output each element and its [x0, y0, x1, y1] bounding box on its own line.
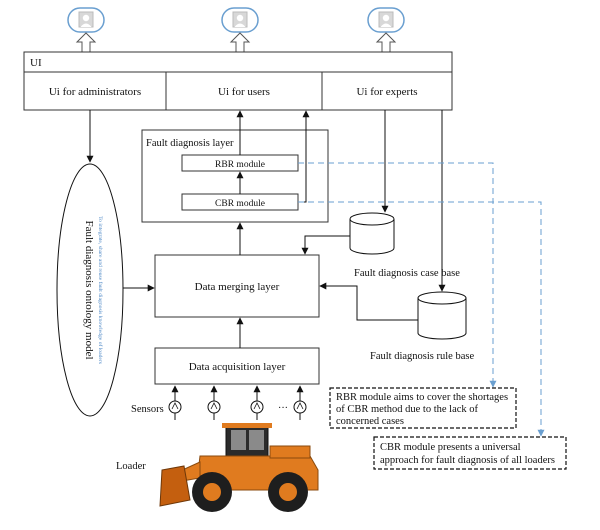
- data-merging-layer: [154, 254, 320, 318]
- rule-base-cylinder: [417, 291, 467, 340]
- fault-layer-title: Fault diagnosis layer: [146, 138, 234, 149]
- loader-icon: [159, 423, 319, 512]
- ui-admin-panel: Ui for administrators: [49, 86, 141, 98]
- case-base-label: Fault diagnosis case base: [354, 268, 460, 279]
- ui-experts-panel: Ui for experts: [356, 86, 417, 98]
- user-icon-experts: [367, 7, 405, 33]
- dashed-arrow-rbr-to-note: [298, 162, 497, 388]
- cbr-module-label: CBR module: [215, 199, 265, 209]
- sensor-icon: [168, 385, 182, 420]
- ontology-model-title: Fault diagnosis ontology model: [83, 220, 95, 359]
- dashed-arrow-cbr-to-note: [298, 201, 545, 437]
- user-icon-admin: [67, 7, 105, 33]
- data-acquisition-label: Data acquisition layer: [189, 361, 286, 373]
- sensor-icon: [207, 385, 221, 420]
- cbr-note-text: CBR module presents a universal approach…: [380, 442, 555, 466]
- data-acquisition-layer: [154, 347, 320, 385]
- sensor-ellipsis: ···: [278, 403, 288, 414]
- data-merging-label: Data merging layer: [195, 281, 280, 293]
- arrow-case-base-to-merging: [301, 235, 350, 255]
- ontology-model-ellipse: [56, 163, 124, 417]
- ontology-model-subtitle: To integrate, share and reuse fault diag…: [97, 216, 104, 364]
- rule-base-label: Fault diagnosis rule base: [370, 351, 474, 362]
- ui-container: [23, 51, 453, 111]
- loader-label: Loader: [116, 461, 146, 472]
- rbr-note-text: RBR module aims to cover the shortages o…: [336, 392, 511, 427]
- sensor-icon: [250, 385, 264, 420]
- case-base-cylinder: [349, 212, 395, 255]
- cbr-note-box: [373, 436, 567, 470]
- arrow-rule-base-to-merging: [319, 282, 418, 321]
- rbr-note-box: [329, 387, 517, 429]
- user-icon-users: [221, 7, 259, 33]
- ui-label: UI: [30, 57, 42, 69]
- sensors-label: Sensors: [131, 404, 164, 415]
- rbr-module-label: RBR module: [215, 160, 265, 170]
- ui-users-panel: Ui for users: [218, 86, 270, 98]
- sensor-icon: [293, 385, 307, 420]
